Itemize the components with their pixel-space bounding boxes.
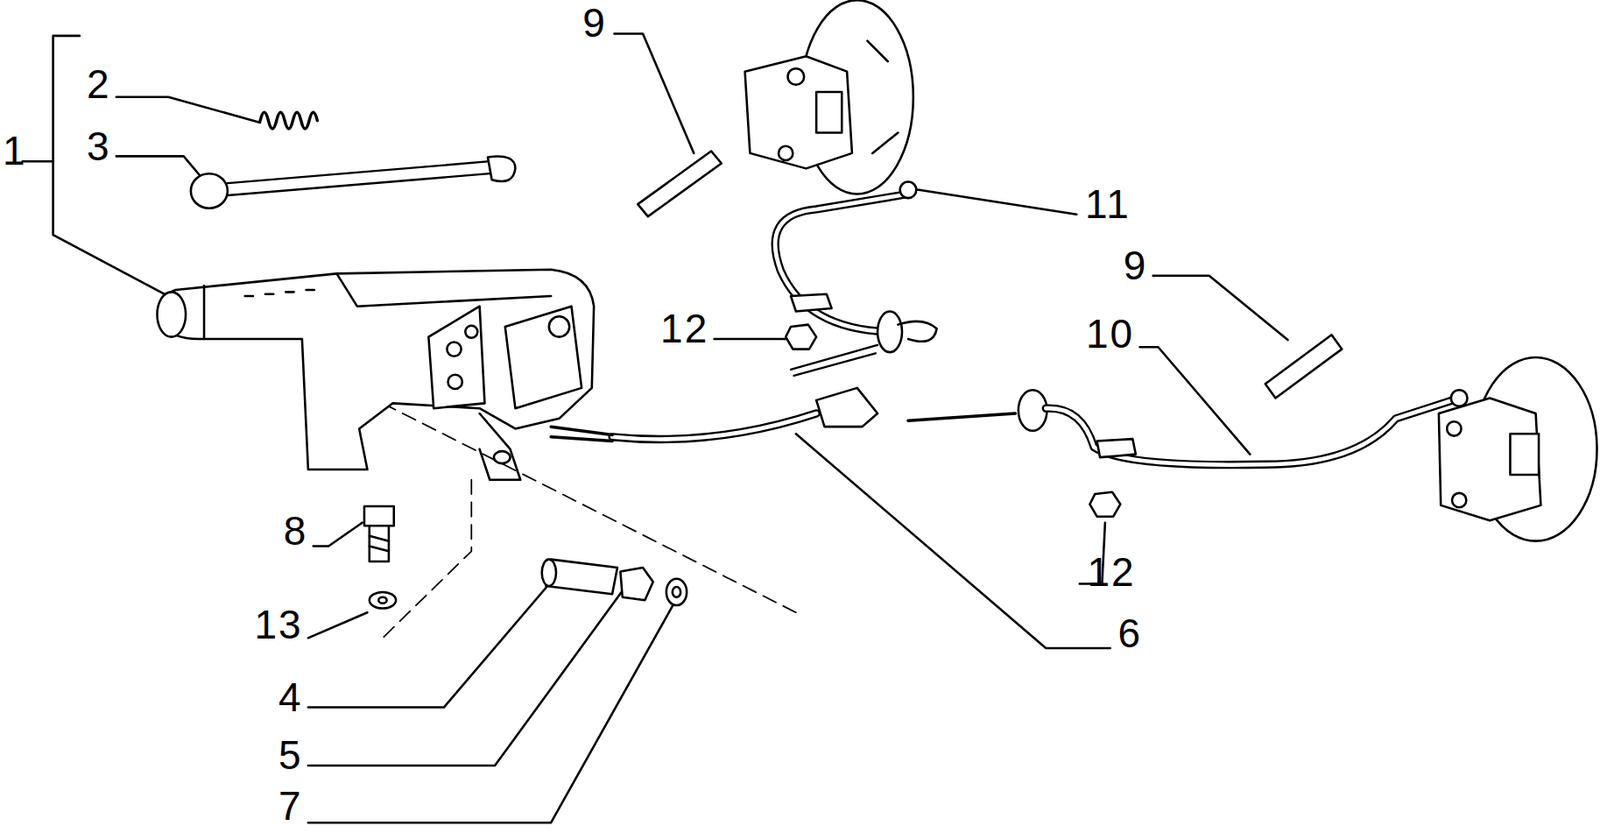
callout-number: 6 bbox=[1117, 613, 1142, 654]
callout-number: 11 bbox=[1085, 183, 1131, 225]
callout-number: 1 bbox=[2, 130, 28, 171]
callout-number: 7 bbox=[278, 785, 304, 826]
callout-number: 5 bbox=[278, 734, 304, 776]
callout-number: 2 bbox=[86, 63, 112, 105]
callout-number: 13 bbox=[253, 604, 303, 645]
callout-number: 4 bbox=[278, 676, 304, 718]
callout-number: 12 bbox=[660, 308, 709, 349]
callout-number: 9 bbox=[582, 2, 607, 43]
callout-number: 3 bbox=[86, 126, 112, 167]
callout-number: 12 bbox=[1086, 551, 1135, 593]
callout-number: 8 bbox=[283, 510, 309, 551]
callout-number: 9 bbox=[1123, 245, 1149, 286]
callout-number: 10 bbox=[1085, 313, 1135, 354]
